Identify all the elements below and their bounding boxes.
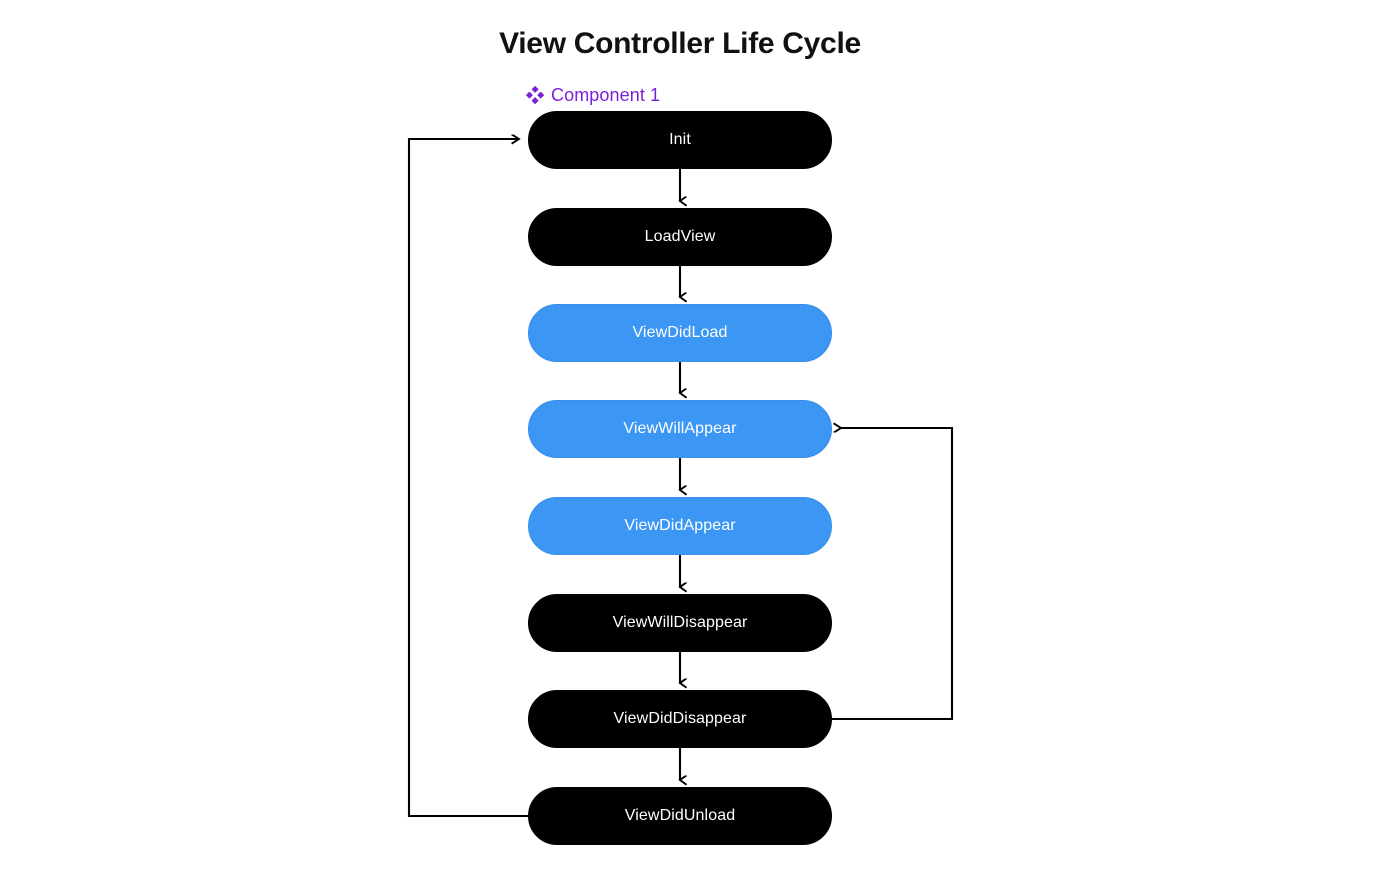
node-viewdidunload[interactable]: ViewDidUnload <box>528 787 832 845</box>
node-label: ViewDidAppear <box>624 517 736 534</box>
node-viewdidappear[interactable]: ViewDidAppear <box>528 497 832 555</box>
node-viewdidload[interactable]: ViewDidLoad <box>528 304 832 362</box>
page-title: View Controller Life Cycle <box>499 27 861 60</box>
node-label: ViewDidDisappear <box>613 710 747 727</box>
node-label: LoadView <box>644 228 716 245</box>
component-label: Component 1 <box>526 83 660 107</box>
node-viewdiddisappear[interactable]: ViewDidDisappear <box>528 690 832 748</box>
node-label: ViewWillAppear <box>623 420 737 437</box>
node-init[interactable]: Init <box>528 111 832 169</box>
node-label: ViewDidLoad <box>632 324 728 341</box>
node-viewwillappear[interactable]: ViewWillAppear <box>528 400 832 458</box>
edge-viewdidunload-to-init-loop <box>407 139 528 818</box>
diamond-cluster-icon <box>526 86 544 104</box>
node-viewwilldisappear[interactable]: ViewWillDisappear <box>528 594 832 652</box>
edge-viewdiddisappear-to-viewwillappear-loop <box>832 428 954 721</box>
component-label-text: Component 1 <box>551 84 661 105</box>
node-label: ViewDidUnload <box>624 807 736 824</box>
node-label: Init <box>669 131 691 148</box>
node-label: ViewWillDisappear <box>612 614 748 631</box>
node-loadview[interactable]: LoadView <box>528 208 832 266</box>
